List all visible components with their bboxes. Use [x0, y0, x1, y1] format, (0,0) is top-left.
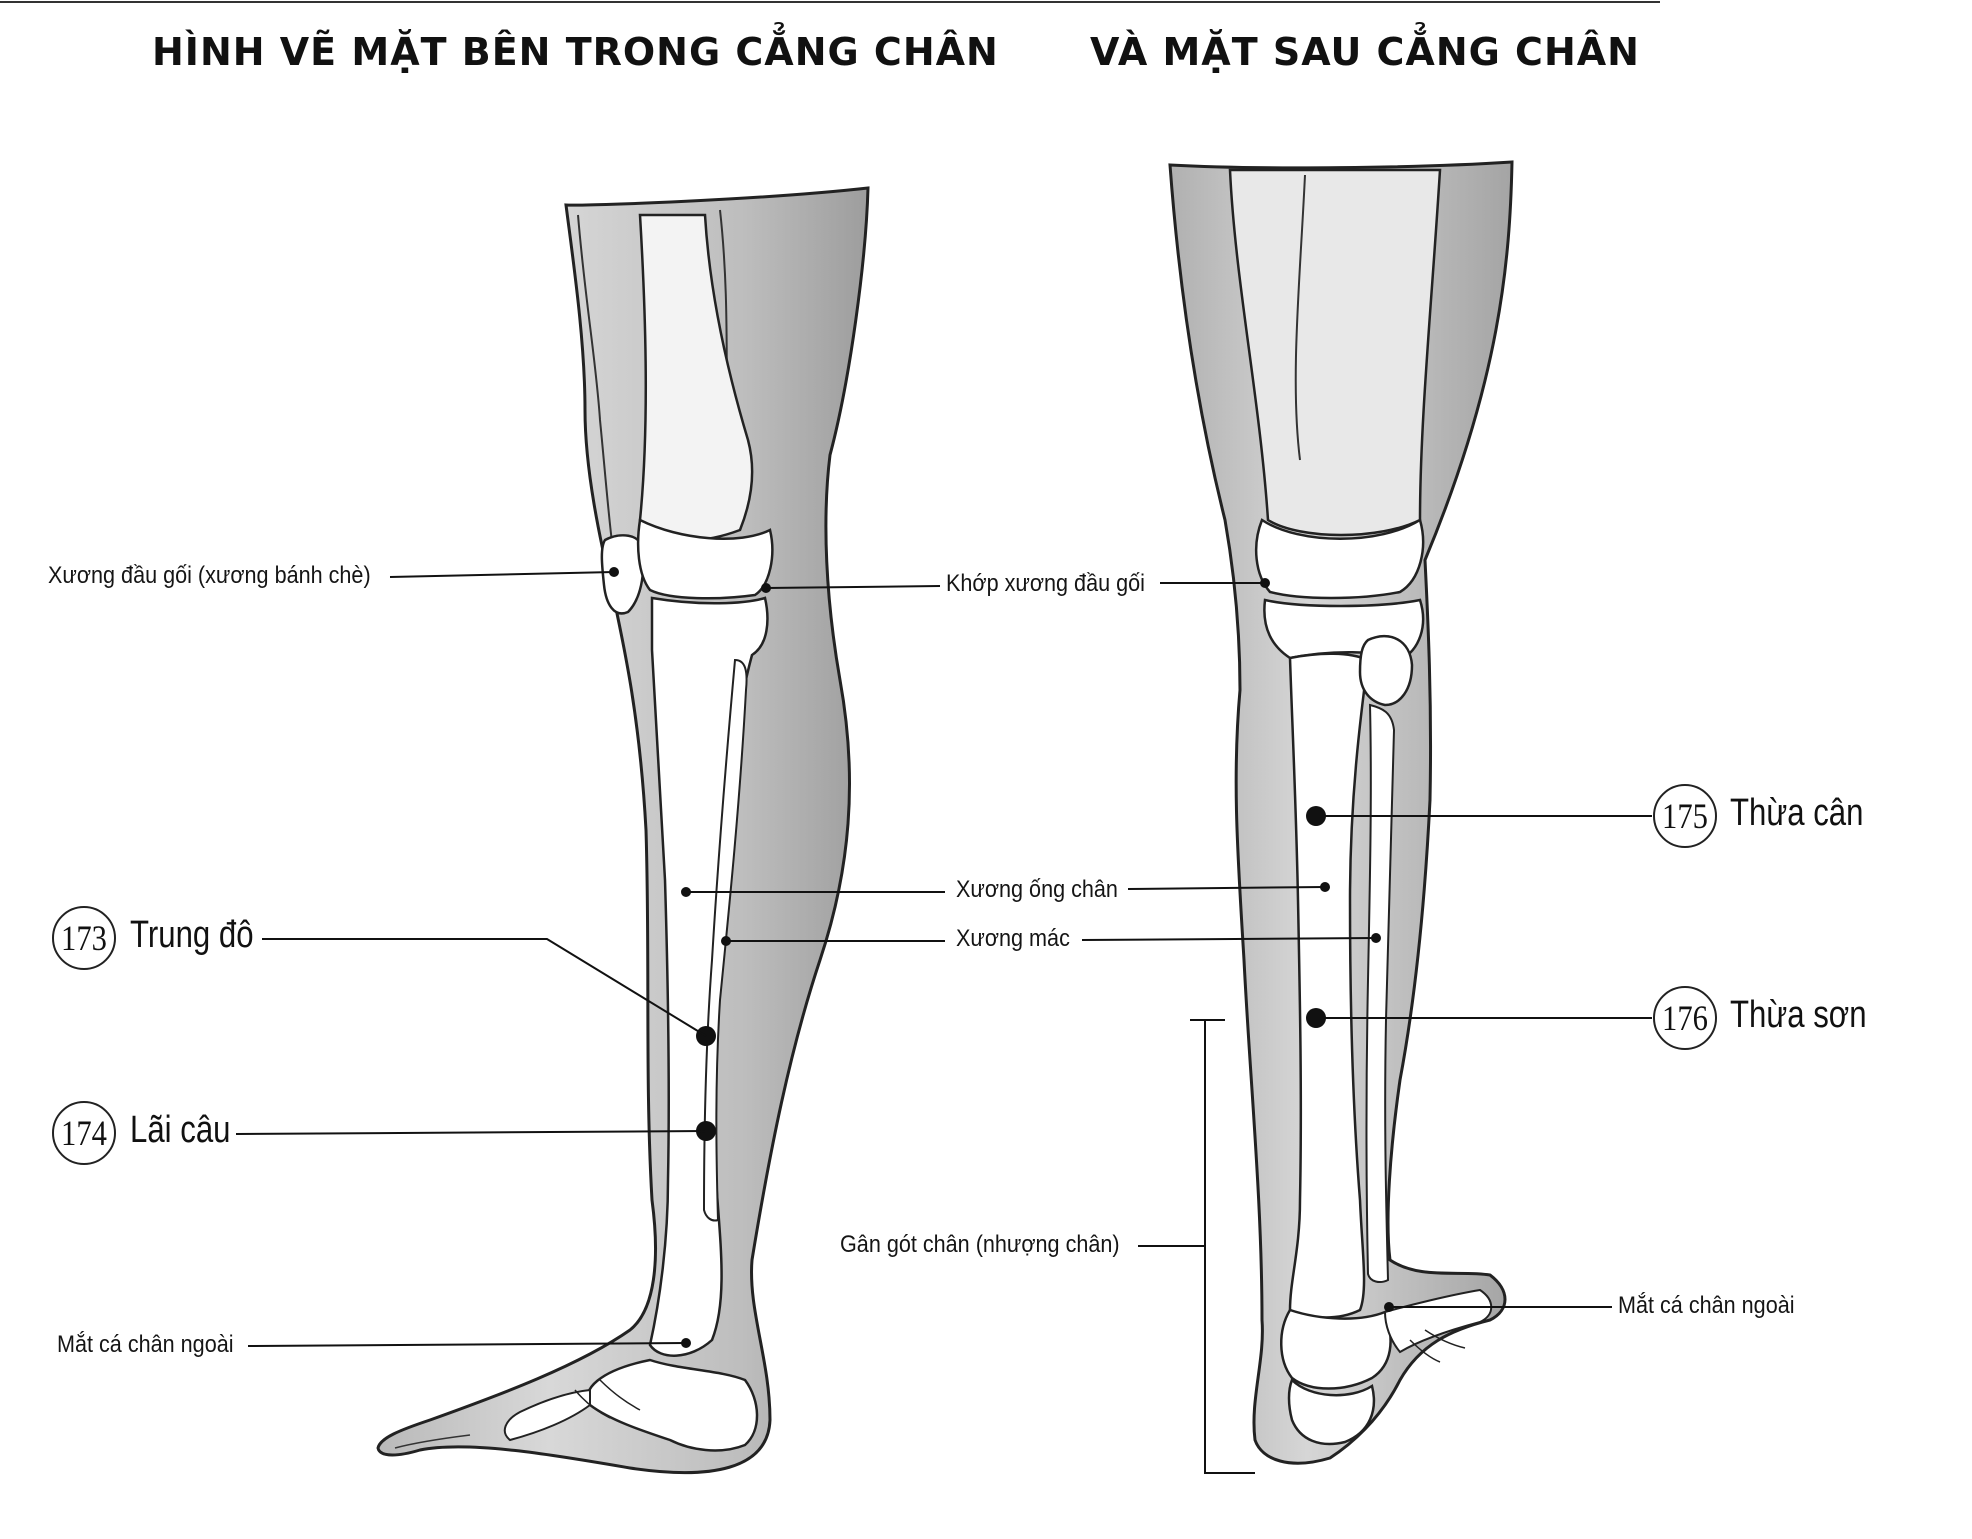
acupoint-175-number: 175 [1653, 784, 1717, 848]
left-femur [638, 213, 754, 542]
acupoint-174-number: 174 [52, 1101, 116, 1165]
acupoint-175-name: Thừa cân [1730, 792, 1864, 834]
acupoint-176-number: 176 [1653, 986, 1717, 1050]
right-fibula [1365, 703, 1396, 1283]
left-tibia [648, 596, 769, 1357]
label-tibia: Xương ống chân [956, 876, 1118, 903]
title-right: VÀ MẶT SAU CẲNG CHÂN [1090, 30, 1640, 74]
right-leg [1168, 160, 1514, 1465]
label-ankle-left: Mắt cá chân ngoài [57, 1331, 234, 1358]
left-leg-skin [376, 186, 870, 1475]
acupoint-174-name: Lãi câu [130, 1109, 231, 1151]
acupoint-173-number: 173 [52, 906, 116, 970]
label-patella: Xương đầu gối (xương bánh chè) [48, 562, 371, 589]
acupoint-176-name: Thừa sơn [1730, 994, 1867, 1036]
label-fibula: Xương mác [956, 925, 1070, 952]
title-left: HÌNH VẼ MẶT BÊN TRONG CẲNG CHÂN [152, 30, 999, 74]
leader-lines [235, 571, 1652, 1474]
left-patella [600, 534, 645, 615]
label-knee-joint: Khớp xương đầu gối [946, 570, 1145, 597]
label-achilles: Gân gót chân (nhượng chân) [840, 1231, 1120, 1258]
right-femur [1228, 168, 1442, 537]
label-ankle-right: Mắt cá chân ngoài [1618, 1292, 1795, 1319]
left-leg [376, 186, 870, 1475]
acupoint-173-name: Trung đô [130, 914, 254, 956]
